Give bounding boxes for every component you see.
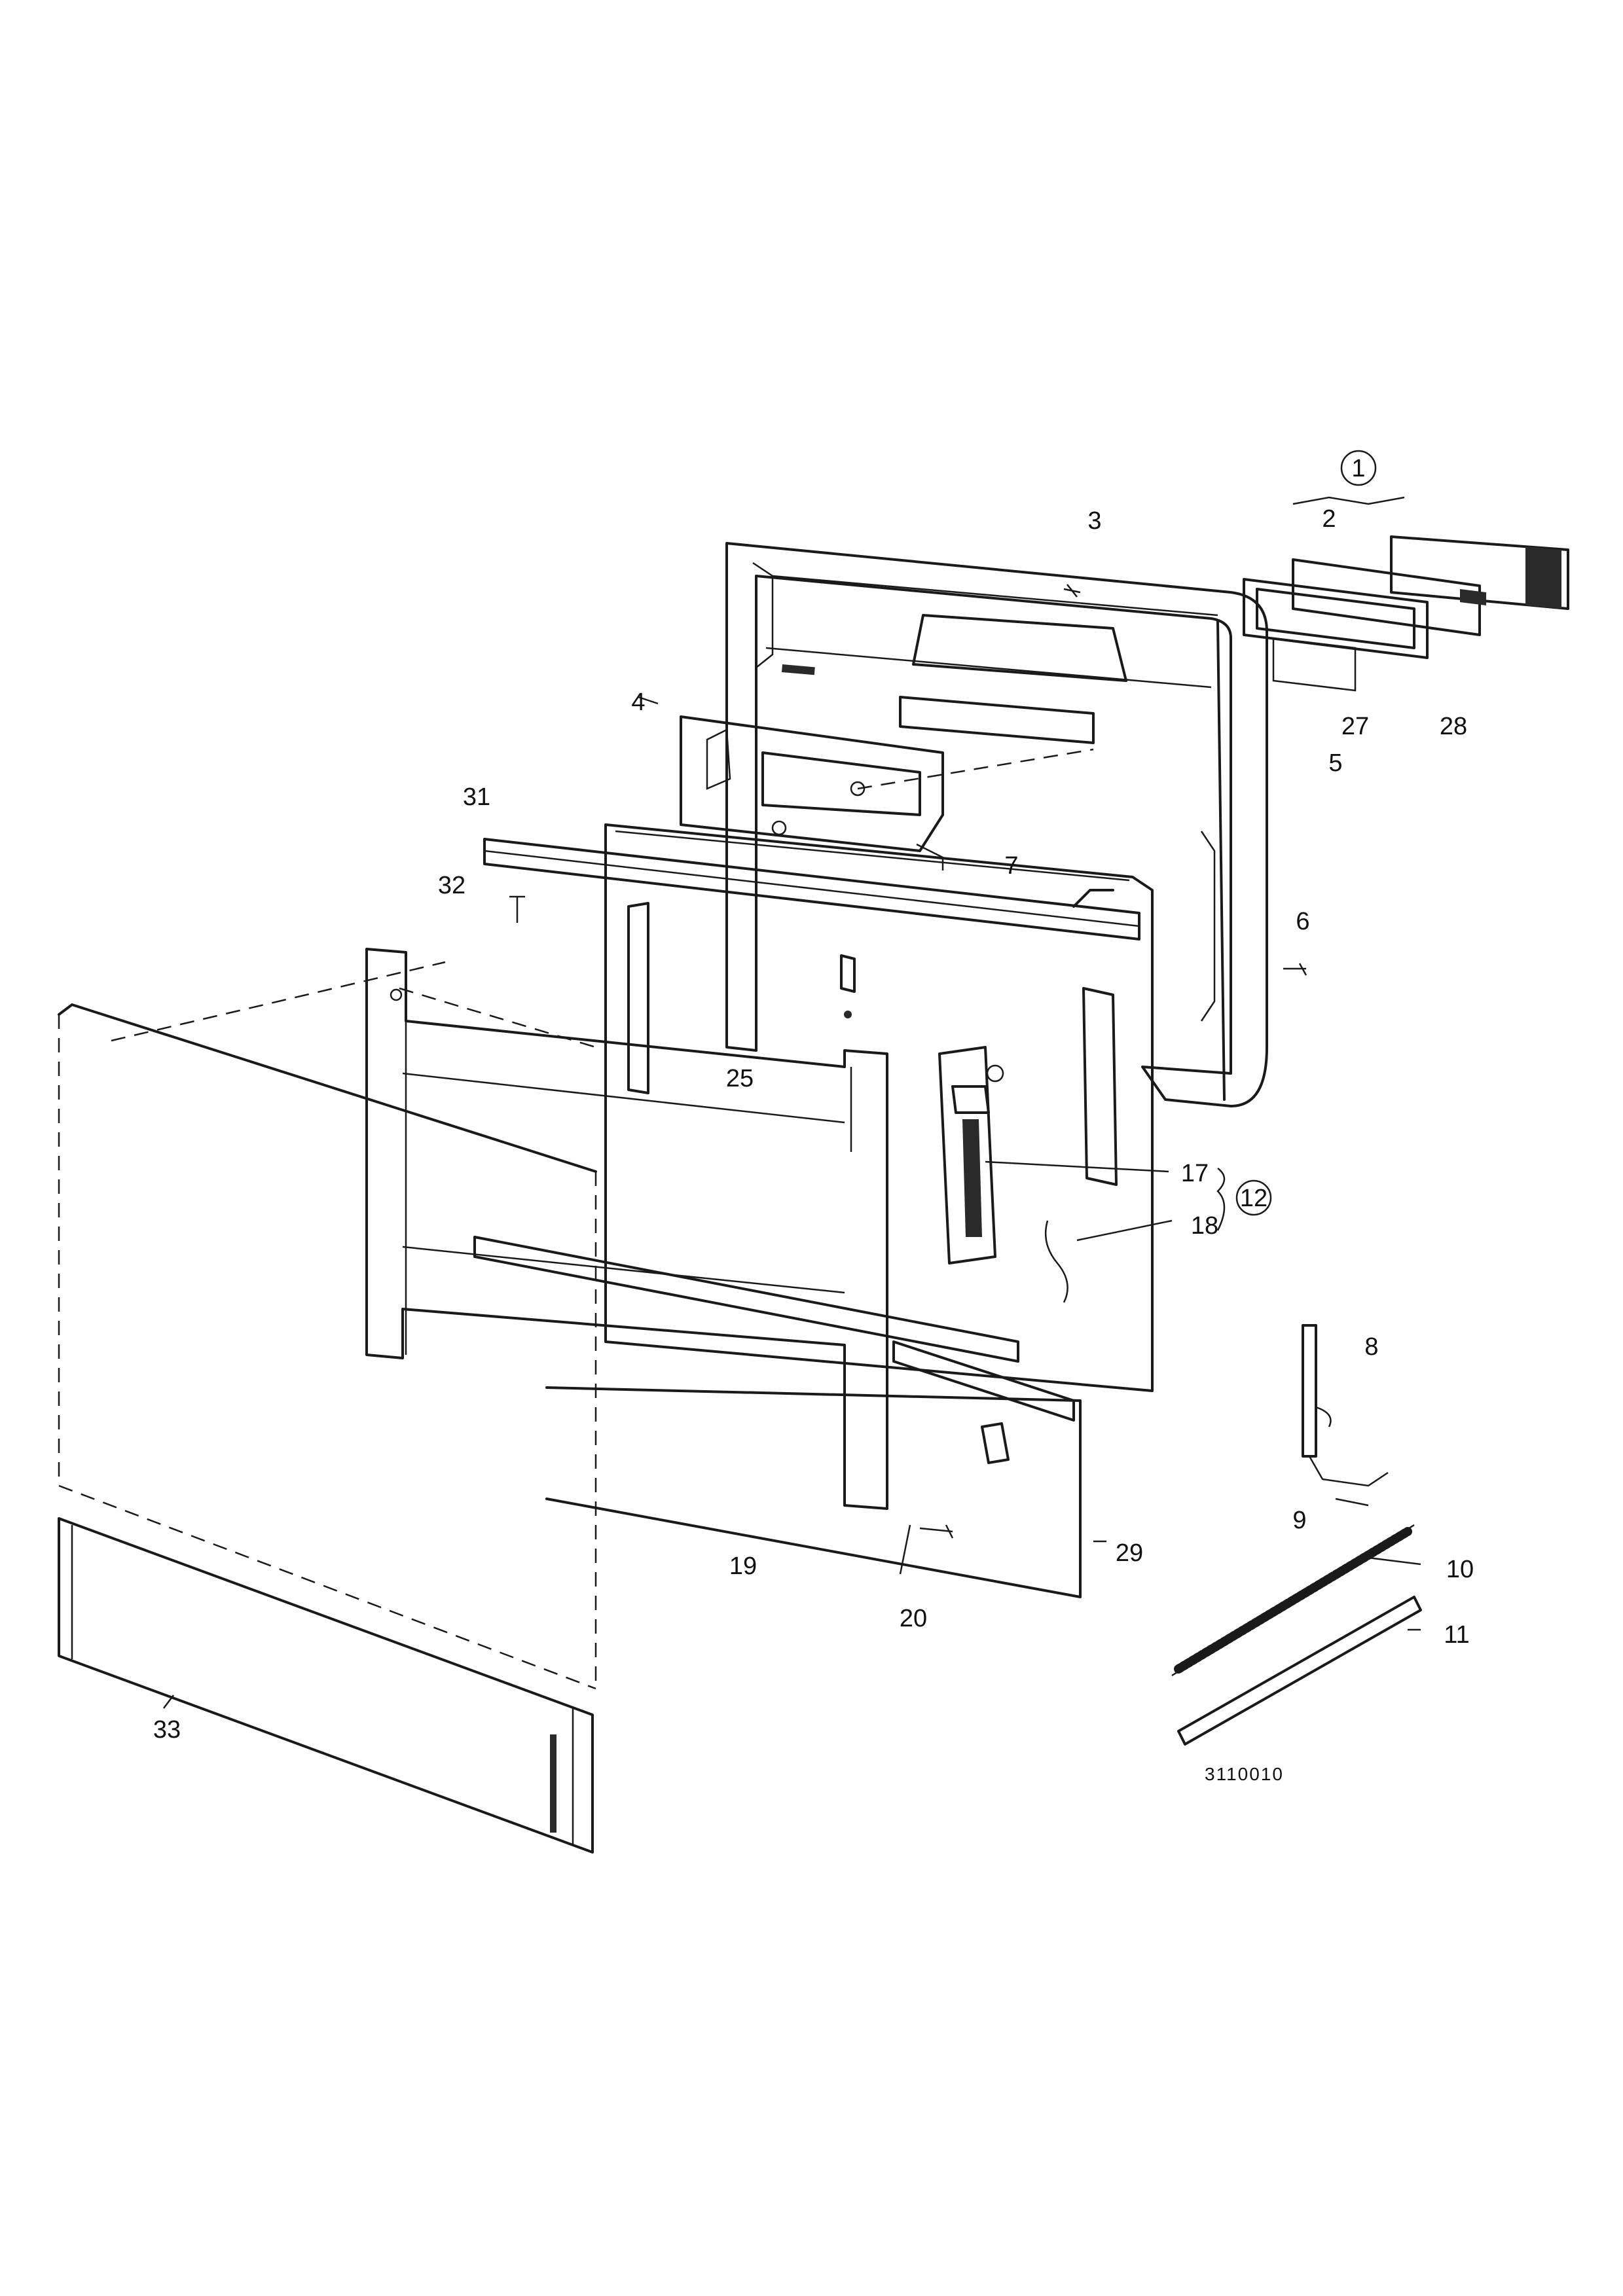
part-6-screw (1283, 963, 1307, 976)
part-33-kick-plate (58, 1517, 594, 1854)
callout-4: 4 (631, 689, 645, 716)
callout-5: 5 (1328, 749, 1342, 777)
callout-1: 1 (1351, 455, 1365, 482)
part-31-trim-strip (483, 838, 1140, 941)
callout-11: 11 (1444, 1621, 1469, 1649)
callout-12: 12 (1240, 1185, 1267, 1212)
callout-8: 8 (1364, 1333, 1378, 1361)
part-20-screw (919, 1524, 954, 1539)
part-8-hook (1302, 1324, 1332, 1458)
part-28-hinge-block (1292, 535, 1569, 636)
part-27-hinge-block (1243, 578, 1429, 692)
callout-9: 9 (1292, 1507, 1306, 1534)
callout-17: 17 (1181, 1160, 1209, 1187)
part-4-bracket-plate (680, 715, 1094, 852)
part-18-spring-clip (1044, 1220, 1068, 1303)
part-29-bottom-panel (545, 1340, 1082, 1598)
callout-19: 19 (729, 1552, 757, 1580)
part-32-screw (509, 895, 525, 923)
callout-ring-1 (1340, 450, 1377, 486)
part-25-inner-panel (604, 823, 1216, 1392)
callout-3: 3 (1087, 507, 1101, 535)
callout-29: 29 (1116, 1539, 1143, 1567)
callout-32: 32 (438, 872, 465, 899)
callout-6: 6 (1296, 908, 1309, 935)
drawing-code: 3110010 (1205, 1764, 1284, 1784)
outer-glass-panel (58, 961, 597, 1690)
callout-7: 7 (1004, 852, 1018, 880)
part-10-spring (1171, 1524, 1415, 1677)
callout-18: 18 (1191, 1212, 1218, 1240)
part-3-screw (1063, 584, 1081, 598)
part-19-front-frame (365, 948, 1019, 1510)
callout-25: 25 (726, 1065, 754, 1092)
callout-28: 28 (1440, 713, 1467, 740)
leader-lines (163, 496, 1421, 1709)
callout-33: 33 (153, 1716, 181, 1744)
part-9-bracket (1308, 1456, 1389, 1507)
callout-31: 31 (463, 783, 490, 811)
callout-10: 10 (1446, 1556, 1474, 1583)
callout-ring-12 (1235, 1179, 1272, 1216)
part-11-rod (1177, 1596, 1422, 1746)
callout-27: 27 (1341, 713, 1369, 740)
callout-2: 2 (1322, 505, 1336, 533)
callout-20: 20 (900, 1605, 927, 1632)
part-5-door-frame (725, 542, 1268, 1107)
part-17-latch-housing (938, 1046, 1004, 1265)
